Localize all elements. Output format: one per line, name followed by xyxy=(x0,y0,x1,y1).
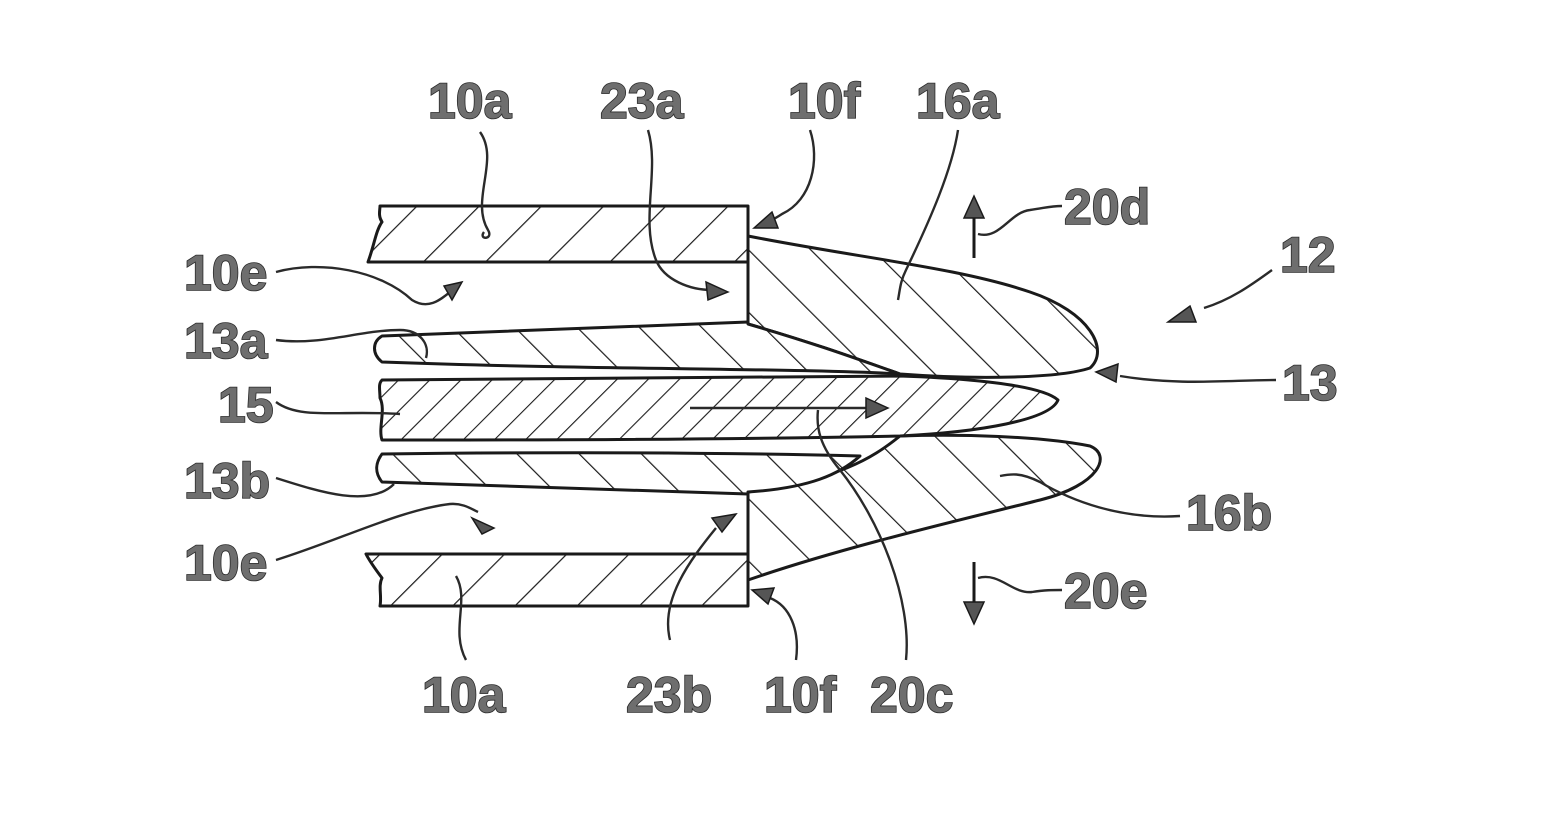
label-12: 12 xyxy=(1280,227,1336,283)
label-20c: 20c xyxy=(870,667,953,723)
arrow-10f-top-head xyxy=(754,212,778,228)
label-10f-top: 10f xyxy=(788,73,861,129)
leader-20e xyxy=(978,577,1062,592)
label-13a: 13a xyxy=(184,313,269,369)
label-23a: 23a xyxy=(600,73,685,129)
arrow-12-head xyxy=(1168,306,1196,322)
leader-13 xyxy=(1120,376,1276,382)
arrow-20d-head xyxy=(964,196,984,218)
label-16a: 16a xyxy=(916,73,1001,129)
arrow-10e-bottom-head xyxy=(472,518,494,534)
lower-shim-13b xyxy=(377,453,860,494)
arrow-10e-top-head xyxy=(444,282,462,300)
label-10a-top: 10a xyxy=(428,73,513,129)
label-10a-bottom: 10a xyxy=(422,667,507,723)
label-20d: 20d xyxy=(1064,179,1150,235)
leader-20d xyxy=(978,206,1062,235)
leader-10e-top xyxy=(276,267,450,304)
label-20e: 20e xyxy=(1064,563,1147,619)
label-10e-top: 10e xyxy=(184,245,267,301)
label-16b: 16b xyxy=(1186,485,1272,541)
leader-10f-bottom xyxy=(770,598,797,660)
leader-10e-bottom xyxy=(276,504,478,560)
leader-12 xyxy=(1204,270,1272,308)
arrow-23a-head xyxy=(706,282,728,300)
arrow-10f-bottom-head xyxy=(752,588,774,604)
leader-10f-top xyxy=(768,130,814,222)
label-15: 15 xyxy=(218,377,274,433)
label-10f-bottom: 10f xyxy=(764,667,837,723)
label-23b: 23b xyxy=(626,667,712,723)
label-13b: 13b xyxy=(184,453,270,509)
arrow-20e-head xyxy=(964,602,984,624)
leader-13b xyxy=(276,478,394,496)
arrow-13-head xyxy=(1096,364,1118,382)
label-13: 13 xyxy=(1282,355,1338,411)
top-wall-10a xyxy=(368,206,748,262)
label-10e-bottom: 10e xyxy=(184,535,267,591)
